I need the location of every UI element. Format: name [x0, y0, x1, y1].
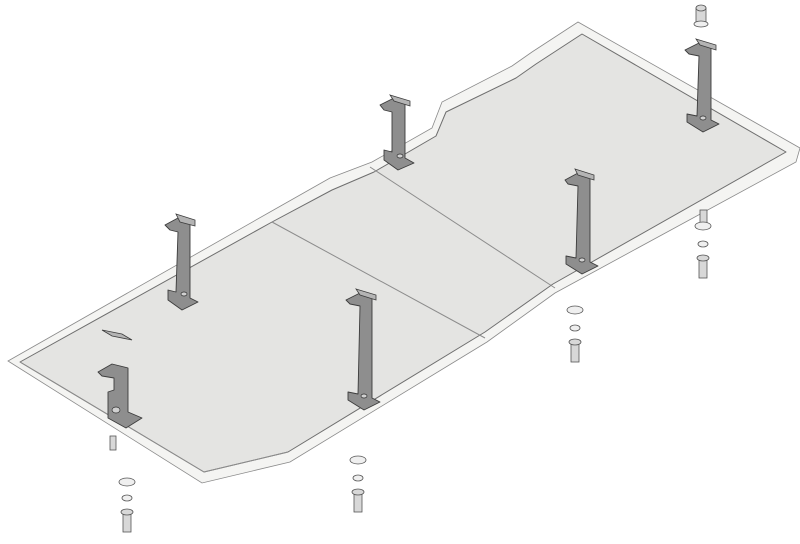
fastener-set: [109, 435, 136, 533]
fastener-set: [566, 305, 584, 363]
plate-fold-line: [369, 166, 556, 289]
bracket: [345, 288, 381, 411]
bracket: [379, 94, 415, 171]
fastener-set: [694, 209, 712, 279]
plate-fold-line: [271, 221, 486, 339]
bracket: [97, 329, 143, 429]
fastener-set: [349, 455, 367, 513]
plate-edge-line: [19, 361, 289, 473]
bracket: [164, 213, 199, 311]
bracket: [684, 38, 720, 133]
bracket: [564, 168, 599, 275]
skid-plate: [19, 33, 787, 473]
fastener-set: [693, 4, 709, 28]
